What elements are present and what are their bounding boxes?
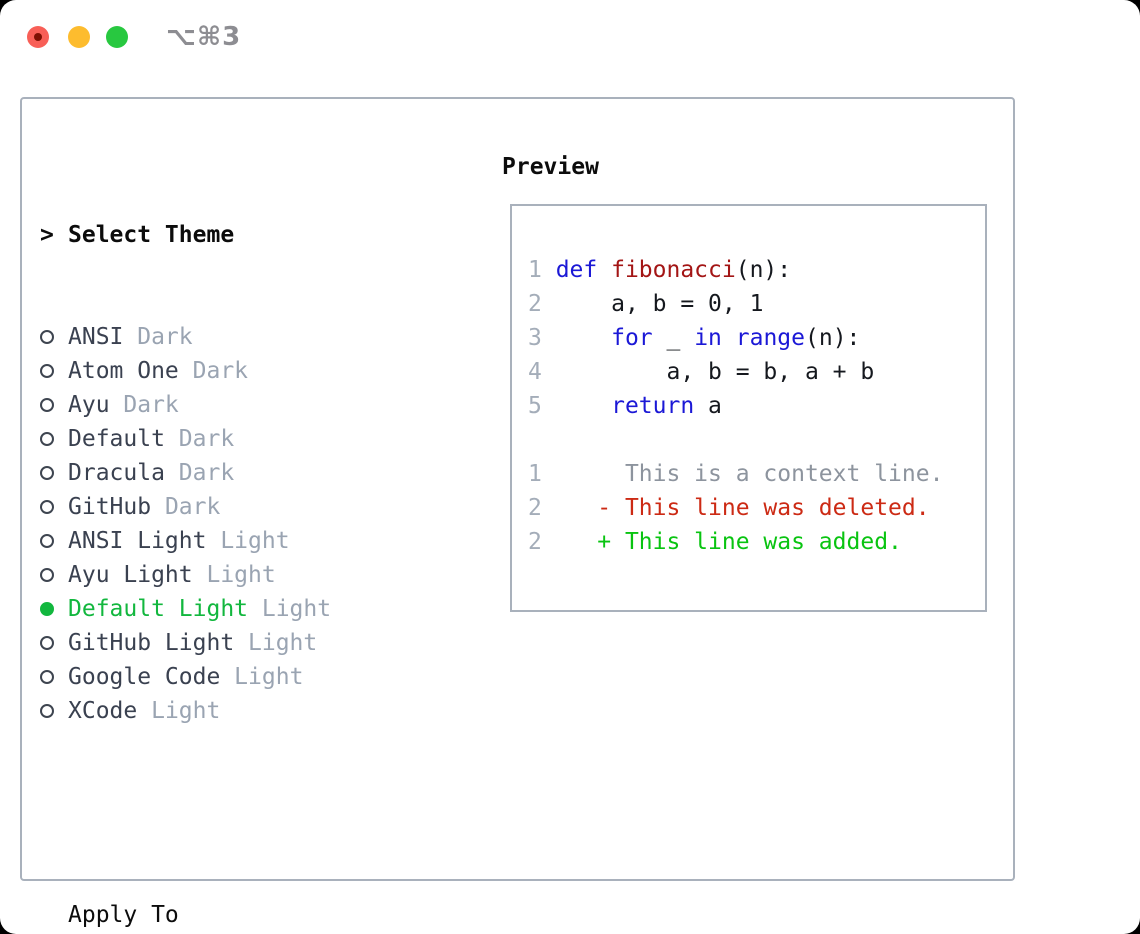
option-label: GitHub Light	[68, 630, 235, 656]
theme-option[interactable]: GitHub Dark	[40, 490, 490, 524]
code-preview: 1 def fibonacci(n): 2 a, b = 0, 1 3 for _ …	[528, 253, 943, 559]
option-label: Google Code	[68, 664, 221, 690]
code-line: 2 + This line was added.	[528, 529, 902, 555]
radio-icon	[40, 524, 68, 558]
radio-icon	[40, 558, 68, 592]
code-line: 1 def fibonacci(n):	[528, 257, 792, 283]
minimize-button[interactable]	[68, 26, 90, 48]
variant-label: Light	[137, 698, 221, 724]
theme-option[interactable]: XCode Light	[40, 694, 490, 728]
radio-icon	[40, 626, 68, 660]
code-line: 4 a, b = b, a + b	[528, 359, 875, 385]
cursor-marker: >	[40, 218, 68, 252]
variant-label: Dark	[178, 358, 249, 384]
window-title: ⌥⌘3	[166, 22, 242, 52]
radio-icon	[40, 422, 68, 456]
variant-label: Dark	[164, 460, 235, 486]
code-line: 2 - This line was deleted.	[528, 495, 930, 521]
zoom-button[interactable]	[106, 26, 128, 48]
radio-icon	[40, 660, 68, 694]
theme-option[interactable]: Ayu Light Light	[40, 558, 490, 592]
option-label: Ayu Light	[68, 562, 193, 588]
titlebar: ⌥⌘3	[0, 0, 1140, 74]
theme-option[interactable]: Google Code Light	[40, 660, 490, 694]
radio-icon	[40, 320, 68, 354]
option-label: Atom One	[68, 358, 179, 384]
option-label: ANSI Light	[68, 528, 207, 554]
option-label: Default Light	[68, 596, 249, 622]
option-label: Default	[68, 426, 165, 452]
radio-icon	[40, 354, 68, 388]
theme-option[interactable]: GitHub Light Light	[40, 626, 490, 660]
select-theme-header: > Select Theme	[40, 218, 490, 252]
theme-option[interactable]: ANSI Dark	[40, 320, 490, 354]
code-line: 1 This is a context line.	[528, 461, 944, 487]
option-label: ANSI	[68, 324, 124, 350]
preview-title: Preview	[502, 154, 599, 180]
theme-option[interactable]: Default Dark	[40, 422, 490, 456]
code-line	[528, 423, 943, 457]
apply-to-label: Apply To	[68, 902, 179, 928]
apply-to-header: Apply To	[40, 898, 490, 932]
marker-empty	[40, 898, 68, 932]
radio-icon	[40, 694, 68, 728]
option-label: Dracula	[68, 460, 165, 486]
theme-option[interactable]: Ayu Dark	[40, 388, 490, 422]
theme-option[interactable]: Dracula Dark	[40, 456, 490, 490]
variant-label: Dark	[109, 392, 179, 418]
variant-label: Dark	[123, 324, 193, 350]
cursor-icon: >	[40, 222, 54, 248]
radio-icon	[40, 388, 68, 422]
code-line: 3 for _ in range(n):	[528, 325, 861, 351]
close-button[interactable]	[27, 26, 49, 48]
variant-label: Light	[192, 562, 276, 588]
variant-label: Light	[206, 528, 290, 554]
option-label: XCode	[68, 698, 138, 724]
preview-pane: 1 def fibonacci(n): 2 a, b = 0, 1 3 for _ …	[510, 204, 987, 612]
variant-label: Light	[248, 596, 332, 622]
variant-label: Light	[220, 664, 304, 690]
radio-icon	[40, 490, 68, 524]
theme-option[interactable]: Default Light Light	[40, 592, 490, 626]
radio-icon	[40, 456, 68, 490]
code-line: 5 return a	[528, 393, 722, 419]
spacer	[40, 796, 490, 830]
option-label: Ayu	[68, 392, 110, 418]
select-theme-label: Select Theme	[68, 222, 235, 248]
variant-label: Dark	[151, 494, 221, 520]
radio-selected-icon	[40, 592, 68, 626]
theme-option[interactable]: Atom One Dark	[40, 354, 490, 388]
code-line: 2 a, b = 0, 1	[528, 291, 764, 317]
variant-label: Light	[234, 630, 318, 656]
theme-option[interactable]: ANSI Light Light	[40, 524, 490, 558]
option-label: GitHub	[68, 494, 152, 520]
variant-label: Dark	[164, 426, 235, 452]
